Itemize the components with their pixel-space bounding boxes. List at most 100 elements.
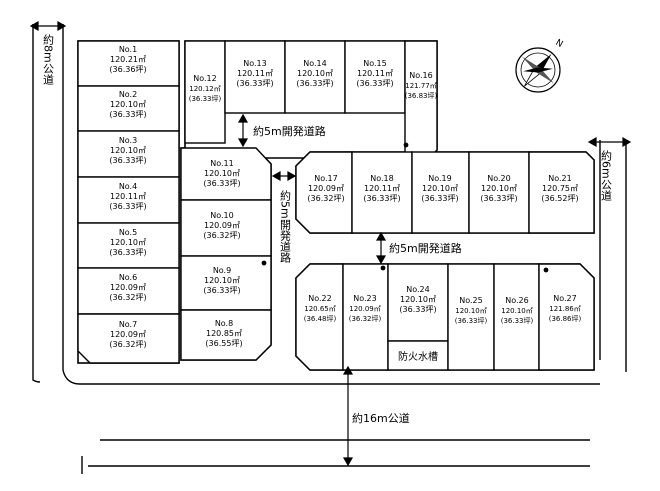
lot-tsubo: (36.33坪)	[109, 156, 146, 165]
lot-tsubo: (36.32坪)	[307, 194, 344, 203]
lot-23[interactable]: No.23 120.09㎡ (36.32坪)	[349, 294, 382, 323]
lot-number: No.24	[406, 285, 429, 294]
east-road-label: 約6m公道	[600, 149, 613, 201]
lot-labels: No.1 120.21㎡ (36.36坪) No.2 120.10㎡ (36.3…	[109, 45, 581, 349]
lot-15[interactable]: No.15 120.11㎡ (36.33坪)	[356, 59, 393, 88]
lot-area: 120.10㎡	[110, 238, 146, 247]
lot-tsubo: (36.83坪)	[405, 92, 438, 100]
lot-area: 120.09㎡	[349, 305, 381, 313]
lot-18[interactable]: No.18 120.11㎡ (36.33坪)	[363, 174, 400, 203]
svg-text:約8m公道: 約8m公道	[42, 33, 55, 85]
lot-number: No.13	[243, 59, 266, 68]
lot-number: No.2	[119, 90, 137, 99]
lot-area: 120.09㎡	[308, 184, 344, 193]
lot-tsubo: (36.33坪)	[109, 110, 146, 119]
lot-14[interactable]: No.14 120.10㎡ (36.33坪)	[296, 59, 333, 88]
lot-tsubo: (36.33坪)	[480, 194, 517, 203]
lot-number: No.21	[548, 174, 571, 183]
lot-7[interactable]: No.7 120.09㎡ (36.32坪)	[109, 320, 146, 349]
lot-area: 120.09㎡	[110, 283, 146, 292]
lot-17[interactable]: No.17 120.09㎡ (36.32坪)	[307, 174, 344, 203]
lot-number: No.5	[119, 228, 137, 237]
boundary-markers	[261, 142, 549, 273]
fire-tank-label: 防火水槽	[398, 350, 438, 363]
lot-24[interactable]: No.24 120.10㎡ (36.33坪)	[399, 285, 436, 314]
lot-area: 120.21㎡	[110, 55, 146, 64]
lot-area: 120.10㎡	[204, 276, 240, 285]
lot-outlines	[77, 40, 595, 371]
lot-number: No.23	[353, 294, 376, 303]
lot-area: 120.11㎡	[110, 192, 146, 201]
lot-16[interactable]: No.16 121.77㎡ (36.83坪)	[405, 71, 438, 100]
lot-number: No.25	[459, 296, 482, 305]
lot-number: No.26	[505, 296, 528, 305]
lot-number: No.12	[193, 74, 216, 83]
marker-dot	[261, 260, 267, 266]
lot-number: No.1	[119, 45, 137, 54]
lot-tsubo: (36.32坪)	[109, 340, 146, 349]
lot-20[interactable]: No.20 120.10㎡ (36.33坪)	[480, 174, 517, 203]
lot-number: No.18	[370, 174, 393, 183]
svg-text:約6m公道: 約6m公道	[600, 149, 613, 201]
lot-area: 120.10㎡	[110, 146, 146, 155]
lot-area: 120.10㎡	[455, 307, 487, 315]
dev-road-vertical-label: 約5m開発道路	[279, 189, 292, 264]
lot-tsubo: (36.32坪)	[203, 231, 240, 240]
compass-icon: N	[515, 38, 564, 93]
lot-1[interactable]: No.1 120.21㎡ (36.36坪)	[109, 45, 146, 74]
lot-19[interactable]: No.19 120.10㎡ (36.33坪)	[421, 174, 458, 203]
lot-10[interactable]: No.10 120.09㎡ (36.32坪)	[203, 211, 240, 240]
lot-tsubo: (36.33坪)	[236, 79, 273, 88]
lot-tsubo: (36.32坪)	[349, 315, 382, 323]
lot-13[interactable]: No.13 120.11㎡ (36.33坪)	[236, 59, 273, 88]
lot-tsubo: (36.32坪)	[109, 293, 146, 302]
road-edges	[32, 24, 627, 474]
lot-number: No.17	[314, 174, 337, 183]
lot-2[interactable]: No.2 120.10㎡ (36.33坪)	[109, 90, 146, 119]
lot-tsubo: (36.33坪)	[455, 317, 488, 325]
lot-tsubo: (36.33坪)	[109, 248, 146, 257]
lot-area: 120.11㎡	[364, 184, 400, 193]
lot-number: No.19	[428, 174, 451, 183]
lot-8[interactable]: No.8 120.85㎡ (36.55坪)	[205, 319, 242, 348]
lot-9[interactable]: No.9 120.10㎡ (36.33坪)	[203, 266, 240, 295]
lot-22[interactable]: No.22 120.65㎡ (36.48坪)	[304, 294, 337, 323]
lot-area: 120.12㎡	[189, 85, 221, 93]
lot-area: 120.10㎡	[297, 69, 333, 78]
lot-tsubo: (36.33坪)	[399, 305, 436, 314]
lot-number: No.9	[213, 266, 231, 275]
lot-3[interactable]: No.3 120.10㎡ (36.33坪)	[109, 136, 146, 165]
lot-area: 121.86㎡	[549, 305, 581, 313]
lot-number: No.11	[210, 159, 233, 168]
lot-number: No.4	[119, 182, 137, 191]
lot-number: No.20	[487, 174, 510, 183]
lot-area: 120.09㎡	[204, 221, 240, 230]
marker-dot	[403, 142, 409, 148]
lot-area: 120.09㎡	[110, 330, 146, 339]
lot-11[interactable]: No.11 120.10㎡ (36.33坪)	[203, 159, 240, 188]
lot-tsubo: (36.48坪)	[304, 315, 337, 323]
dimension-arrows	[29, 20, 632, 467]
lot-tsubo: (36.33坪)	[109, 202, 146, 211]
marker-dot	[380, 265, 386, 271]
dev-road-middle-label: 約5m開発道路	[389, 241, 462, 255]
lot-number: No.14	[303, 59, 326, 68]
lot-tsubo: (36.33坪)	[363, 194, 400, 203]
lot-12[interactable]: No.12 120.12㎡ (36.33坪)	[189, 74, 222, 103]
lot-21[interactable]: No.21 120.75㎡ (36.52坪)	[541, 174, 578, 203]
lot-area: 120.10㎡	[422, 184, 458, 193]
lot-number: No.15	[363, 59, 386, 68]
lot-4[interactable]: No.4 120.11㎡ (36.33坪)	[109, 182, 146, 211]
lot-number: No.7	[119, 320, 137, 329]
lot-27[interactable]: No.27 121.86㎡ (36.86坪)	[549, 294, 582, 323]
lot-26[interactable]: No.26 120.10㎡ (36.33坪)	[501, 296, 534, 325]
lot-number: No.3	[119, 136, 137, 145]
lot-tsubo: (36.55坪)	[205, 339, 242, 348]
lot-tsubo: (36.52坪)	[541, 194, 578, 203]
lot-number: No.8	[215, 319, 233, 328]
lot-number: No.16	[409, 71, 432, 80]
lot-25[interactable]: No.25 120.10㎡ (36.33坪)	[455, 296, 488, 325]
lot-area: 120.10㎡	[481, 184, 517, 193]
lot-6[interactable]: No.6 120.09㎡ (36.32坪)	[109, 273, 146, 302]
lot-5[interactable]: No.5 120.10㎡ (36.33坪)	[109, 228, 146, 257]
